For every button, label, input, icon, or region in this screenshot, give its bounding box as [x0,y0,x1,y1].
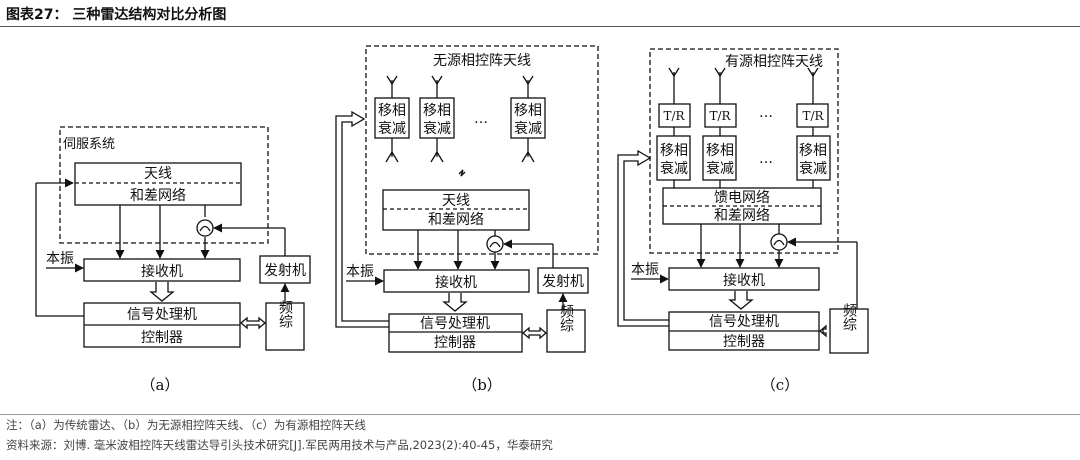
tr-label: T/R [709,109,731,123]
hollow-bidirectional-arrow [239,316,267,330]
hollow-arrow-down [442,293,468,312]
hollow-arrow-down [149,282,175,302]
attenuate-label: 衰减 [706,160,734,177]
synth-box [546,309,586,353]
controller-label: 控制器 [723,334,765,350]
local-osc-label: 本振 [631,262,659,278]
tr-label: T/R [802,109,824,123]
synth-box [829,308,869,354]
panel-b [335,45,599,353]
caption-a: （a） [141,376,180,394]
receiver-label: 接收机 [141,263,183,280]
synth-label: 频综 [841,303,857,331]
phase-shift-label: 移相 [378,103,406,119]
title-divider [0,26,1080,27]
transmitter-box [537,267,589,294]
antenna-label: 天线 [144,166,172,182]
ellipsis: … [759,105,773,121]
transmitter-label: 发射机 [264,263,306,279]
circulator-icon [196,219,214,237]
hollow-feedback-arrow [335,110,389,328]
phase-shift-label: 移相 [706,143,734,159]
hollow-feedback-arrow [617,149,669,327]
array-title: 无源相控阵天线 [433,53,531,69]
receiver-box [668,267,820,291]
transmitter-label: 发射机 [542,274,584,290]
signal-processor-label: 信号处理机 [709,314,779,330]
sum-diff-network-label: 和差网络 [130,188,186,204]
hollow-arrow-down [728,291,754,310]
attenuate-label: 衰减 [423,120,451,137]
caption-c: （c） [761,376,799,394]
sum-diff-network-label: 和差网络 [428,212,484,228]
antenna-icon [386,75,534,98]
controller-label: 控制器 [141,330,183,346]
antenna-box [74,162,242,206]
local-osc-label: 本振 [46,251,74,267]
figure-note: 注：（a）为传统雷达、（b）为无源相控阵天线、（c）为有源相控阵天线 [6,418,366,432]
active-array-box [649,48,839,254]
hollow-bidirectional-arrow [818,324,827,338]
figure-source: 资料来源：刘博. 毫米波相控阵天线雷达导引头技术研究[J].军民两用技术与产品,… [6,438,553,452]
synth-label: 频综 [558,304,574,332]
circulator-icon [770,233,788,251]
signal-processor-label: 信号处理机 [420,316,490,332]
phase-shift-label: 移相 [799,143,827,159]
signal-processor-label: 信号处理机 [127,307,197,323]
ellipsis: … [474,111,488,127]
antenna-label: 天线 [442,193,470,209]
receiver-box [83,258,241,282]
controller-label: 控制器 [434,335,476,351]
passive-array-box [365,45,599,255]
array-title: 有源相控阵天线 [725,54,823,70]
feed-network-label: 馈电网络 [714,190,770,206]
phase-shift-label: 移相 [660,143,688,159]
servo-system-box [59,126,269,244]
attenuate-label: 衰减 [514,120,542,137]
figure-title: 图表27： 三种雷达结构对比分析图 [6,7,227,23]
receiver-box [383,269,530,293]
radar-structure-diagram: 伺服系统 天线 和差网络 本振 接收机 发射机 信号处理机 控制器 频综 （a）… [35,45,869,394]
antenna-box [382,189,530,231]
hollow-bidirectional-arrow [521,326,548,340]
attenuate-label: 衰减 [799,160,827,177]
receiver-label: 接收机 [435,274,477,291]
footer-divider [0,414,1080,415]
circulator-icon [486,235,504,253]
tr-label: T/R [663,109,685,123]
local-osc-label: 本振 [346,264,374,280]
panel-c [617,48,869,354]
panel-a [35,126,311,351]
phase-shift-label: 移相 [514,103,542,119]
ellipsis: … [759,151,773,167]
phase-shift-label: 移相 [423,103,451,119]
attenuate-label: 衰减 [378,120,406,137]
receiver-label: 接收机 [723,272,765,289]
sum-diff-network-label: 和差网络 [714,208,770,224]
servo-label: 伺服系统 [63,137,115,152]
caption-b: （b） [462,376,502,394]
synth-label: 频综 [277,300,293,328]
attenuate-label: 衰减 [660,160,688,177]
